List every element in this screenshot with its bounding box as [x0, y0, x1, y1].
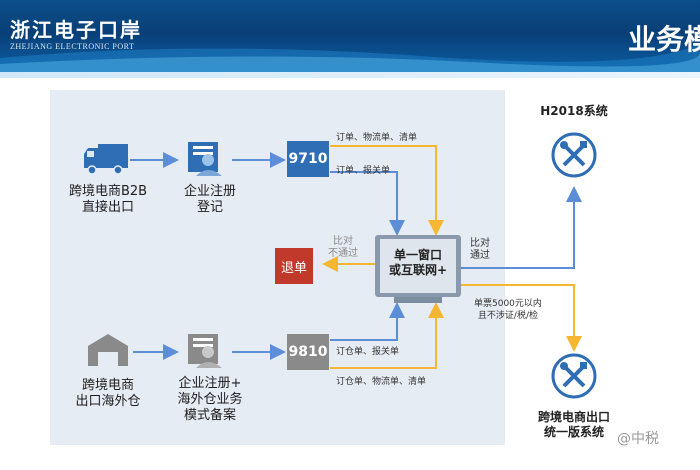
b2b-label: 跨境电商B2B 直接出口 — [62, 184, 154, 216]
reg1-label-line2: 登记 — [196, 200, 223, 215]
logo-chinese: 浙江电子口岸 — [10, 18, 142, 42]
overseas-label-line2: 出口海外仓 — [75, 394, 141, 409]
reg2-label: 企业注册+ 海外仓业务 模式备案 — [164, 376, 256, 424]
truck-icon — [84, 144, 128, 175]
compare-pass-line1: 比对 — [470, 238, 490, 249]
header-underline — [0, 72, 700, 78]
registration-icon-2 — [188, 334, 222, 368]
unified-tools-icon — [551, 353, 597, 399]
arrow-window-to-unified — [460, 284, 582, 352]
header-banner: 浙江电子口岸 ZHEJIANG ELECTRONIC PORT 业务模 — [0, 0, 700, 72]
top-line-label: 订单、物流单、清单 — [336, 133, 418, 143]
reg2-label-line1: 企业注册+ — [178, 376, 242, 391]
single-window-line1: 单一窗口 — [393, 248, 442, 262]
reg1-label: 企业注册 登记 — [170, 184, 250, 216]
overseas-label-line1: 跨境电商 — [81, 378, 134, 393]
compare-pass-label: 比对 通过 — [470, 238, 490, 262]
code-9710-box: 9710 — [287, 141, 329, 177]
arrow-9810-blue — [330, 302, 405, 341]
arrow-9810-yellow — [330, 302, 444, 369]
logo-english: ZHEJIANG ELECTRONIC PORT — [10, 42, 135, 51]
threshold-line1: 单票5000元以内 — [474, 299, 542, 309]
watermark-text: @中税 — [617, 431, 659, 447]
warehouse-icon — [88, 334, 128, 366]
compare-fail-line1: 比对 — [333, 236, 353, 247]
code-9810-box: 9810 — [287, 334, 329, 370]
page-title: 业务模 — [628, 23, 700, 56]
bottom-line2-label: 订仓单、物流单、清单 — [336, 377, 427, 387]
reg1-label-line1: 企业注册 — [183, 184, 236, 199]
top-line2-label: 订单、报关单 — [336, 166, 391, 176]
compare-fail-line2: 不通过 — [328, 248, 358, 259]
threshold-label: 单票5000元以内 且不涉证/税/检 — [474, 298, 542, 322]
unified-line2: 统一版系统 — [543, 425, 604, 439]
h2018-tools-icon — [551, 132, 597, 178]
arrow-window-to-h2018 — [460, 186, 582, 269]
registration-icon — [188, 142, 222, 176]
arrow-9710-yellow — [330, 145, 444, 236]
monitor-icon — [375, 235, 461, 303]
single-window-line2: 或互联网+ — [388, 263, 448, 277]
compare-pass-line2: 通过 — [470, 250, 490, 261]
unified-line1: 跨境电商出口 — [537, 410, 610, 424]
b2b-label-line1: 跨境电商B2B — [68, 184, 148, 199]
b2b-label-line2: 直接出口 — [81, 200, 134, 215]
reg2-label-line3: 模式备案 — [183, 408, 236, 423]
header-wave-decoration — [0, 44, 700, 72]
bottom-line1-label: 订仓单、报关单 — [336, 347, 400, 357]
reject-box: 退单 — [275, 248, 313, 284]
h2018-label: H2018系统 — [540, 104, 608, 118]
reg2-label-line2: 海外仓业务 — [177, 392, 243, 407]
unified-label: 跨境电商出口 统一版系统 — [524, 410, 624, 440]
overseas-label: 跨境电商 出口海外仓 — [62, 378, 154, 410]
arrow-9710-blue — [330, 171, 405, 236]
single-window-label: 单一窗口 或互联网+ — [380, 248, 456, 278]
threshold-line2: 且不涉证/税/检 — [477, 311, 538, 321]
compare-fail-label: 比对 不通过 — [320, 236, 366, 260]
